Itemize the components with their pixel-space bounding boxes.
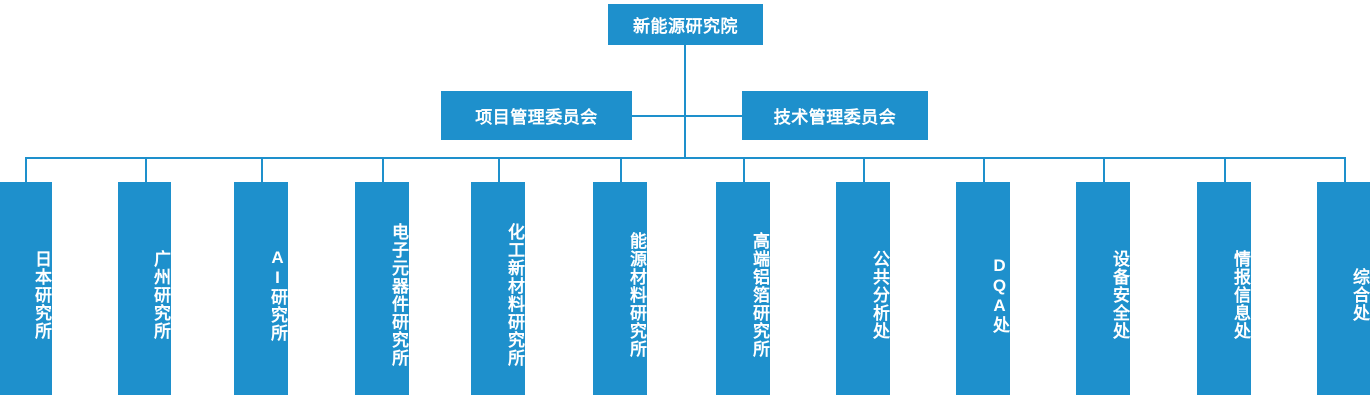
node-department-chemical-new-materials-label: 化工新材料研究所 bbox=[505, 222, 524, 367]
node-committee-technical[interactable]: 技术管理委员会 bbox=[742, 91, 928, 140]
node-department-public-analysis-label: 公共分析处 bbox=[870, 249, 889, 340]
connector-drop-4 bbox=[382, 157, 384, 183]
node-committee-technical-label: 技术管理委员会 bbox=[773, 108, 897, 127]
connector-drop-11 bbox=[1224, 157, 1226, 183]
node-department-guangzhou-label: 广州研究所 bbox=[151, 249, 170, 340]
node-department-general-affairs-label: 综合处 bbox=[1350, 267, 1369, 322]
node-department-intelligence-information-label: 情报信息处 bbox=[1231, 249, 1250, 340]
connector-committee-bus bbox=[632, 115, 742, 117]
node-department-high-end-aluminum-foil[interactable]: 高端铝箔研究所 bbox=[716, 182, 770, 395]
node-department-equipment-safety[interactable]: 设备安全处 bbox=[1076, 182, 1130, 395]
connector-drop-9 bbox=[983, 157, 985, 183]
node-committee-project[interactable]: 项目管理委员会 bbox=[441, 91, 632, 140]
connector-root-spine bbox=[684, 45, 686, 158]
connector-drop-5 bbox=[498, 157, 500, 183]
node-department-high-end-aluminum-foil-label: 高端铝箔研究所 bbox=[750, 231, 769, 358]
connector-drop-12 bbox=[1344, 157, 1346, 183]
node-root[interactable]: 新能源研究院 bbox=[608, 4, 763, 45]
node-department-public-analysis[interactable]: 公共分析处 bbox=[836, 182, 890, 395]
connector-drop-7 bbox=[743, 157, 745, 183]
node-department-equipment-safety-label: 设备安全处 bbox=[1110, 249, 1129, 340]
connector-drop-1 bbox=[25, 157, 27, 183]
node-department-energy-materials-label: 能源材料研究所 bbox=[627, 231, 646, 358]
node-department-dqa[interactable]: DQA处 bbox=[956, 182, 1010, 395]
node-department-energy-materials[interactable]: 能源材料研究所 bbox=[593, 182, 647, 395]
node-committee-project-label: 项目管理委员会 bbox=[475, 108, 598, 127]
connector-drop-3 bbox=[261, 157, 263, 183]
node-department-ai[interactable]: AI研究所 bbox=[234, 182, 288, 395]
connector-drop-8 bbox=[863, 157, 865, 183]
connector-drop-6 bbox=[620, 157, 622, 183]
node-department-ai-label: AI研究所 bbox=[268, 247, 287, 342]
connector-drop-2 bbox=[145, 157, 147, 183]
node-department-dqa-label: DQA处 bbox=[990, 255, 1009, 334]
node-department-chemical-new-materials[interactable]: 化工新材料研究所 bbox=[471, 182, 525, 395]
node-department-electronic-components[interactable]: 电子元器件研究所 bbox=[355, 182, 409, 395]
node-department-japan-label: 日本研究所 bbox=[32, 249, 51, 340]
node-root-label: 新能源研究院 bbox=[633, 17, 738, 36]
node-department-general-affairs[interactable]: 综合处 bbox=[1317, 182, 1370, 395]
node-department-japan[interactable]: 日本研究所 bbox=[0, 182, 52, 395]
node-department-electronic-components-label: 电子元器件研究所 bbox=[389, 222, 408, 367]
node-department-guangzhou[interactable]: 广州研究所 bbox=[118, 182, 171, 395]
connector-department-bus bbox=[25, 157, 1345, 159]
connector-drop-10 bbox=[1103, 157, 1105, 183]
node-department-intelligence-information[interactable]: 情报信息处 bbox=[1197, 182, 1251, 395]
